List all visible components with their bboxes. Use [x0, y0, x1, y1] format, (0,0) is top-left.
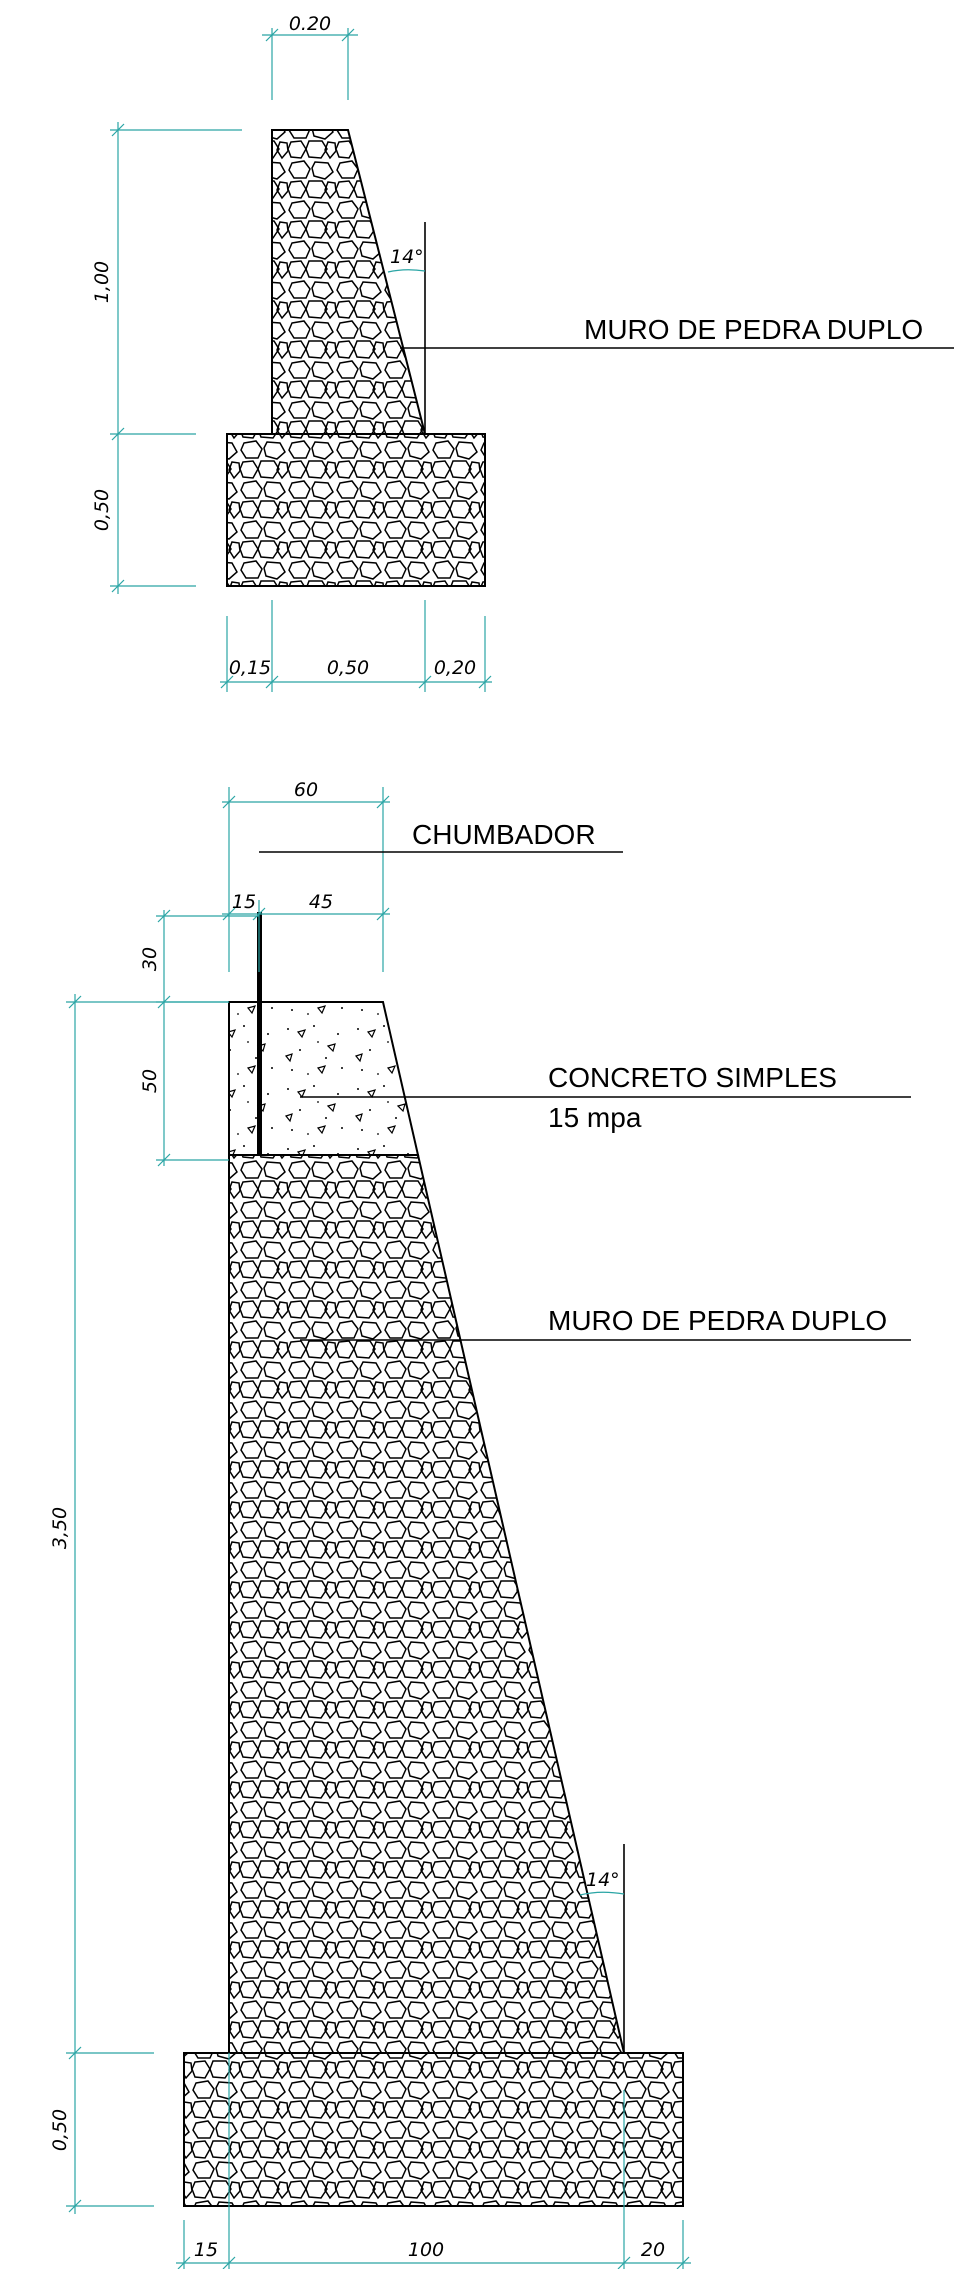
concrete-label: CONCRETO SIMPLES 15 mpa [300, 1062, 911, 1133]
dim-bottom-mid-top: 0,50 [327, 657, 369, 679]
dim-footing-mid: 100 [408, 2239, 444, 2261]
bottom-batter-angle: 14° [579, 1844, 625, 2053]
dim-cap-total: 60 [294, 779, 318, 801]
dim-wall-height-1m: 1,00 [91, 261, 113, 303]
cap-width-dimensions: 60 15 45 [222, 779, 390, 972]
dim-bottom-right-top: 0,20 [434, 657, 476, 679]
top-width-dimension: 0.20 [262, 13, 358, 100]
dim-footing-right: 20 [641, 2239, 665, 2261]
top-wall-detail: 0.20 1,00 0,50 0,15 0,50 0 [91, 13, 954, 692]
bottom-width-dimensions: 0,15 0,50 0,20 [220, 600, 492, 692]
concrete-cap-section [228, 1001, 420, 1156]
dim-cap-height: 50 [139, 1069, 161, 1093]
label-15-mpa: 15 mpa [548, 1102, 642, 1133]
masonry-label-bottom: MURO DE PEDRA DUPLO [300, 1305, 911, 1341]
label-muro-pedra-top: MURO DE PEDRA DUPLO [584, 314, 923, 345]
dim-wall-height-3-5m: 3,50 [49, 1507, 71, 1549]
wall-height-dimensions: 3,50 0,50 [49, 994, 229, 2214]
anchor-label: CHUMBADOR [259, 819, 623, 853]
masonry-wall-section [183, 1154, 684, 2207]
footing-width-dimensions: 15 100 20 [176, 2053, 691, 2269]
label-chumbador: CHUMBADOR [412, 819, 596, 850]
label-concreto-simples: CONCRETO SIMPLES [548, 1062, 837, 1093]
top-batter-angle: 14° [387, 222, 426, 434]
label-muro-pedra-bottom: MURO DE PEDRA DUPLO [548, 1305, 887, 1336]
top-wall-section [226, 129, 486, 587]
bottom-wall-detail: 60 15 45 30 50 3,50 0,50 [49, 779, 911, 2269]
dim-bottom-left-top: 0,15 [229, 657, 271, 679]
anchor-bar [257, 912, 262, 1155]
angle-label-bottom: 14° [586, 1869, 620, 1891]
left-height-dimensions: 1,00 0,50 [91, 122, 242, 594]
dim-footing-height-bottom: 0,50 [49, 2109, 71, 2151]
dim-cap-left: 15 [232, 891, 256, 913]
top-masonry-label: MURO DE PEDRA DUPLO [400, 314, 954, 349]
dim-top-width: 0.20 [289, 13, 331, 35]
angle-label-top: 14° [390, 246, 424, 268]
dim-anchor-height: 30 [139, 947, 161, 971]
dim-footing-height-top: 0,50 [91, 489, 113, 531]
dim-footing-left: 15 [194, 2239, 218, 2261]
dim-cap-right: 45 [309, 891, 333, 913]
